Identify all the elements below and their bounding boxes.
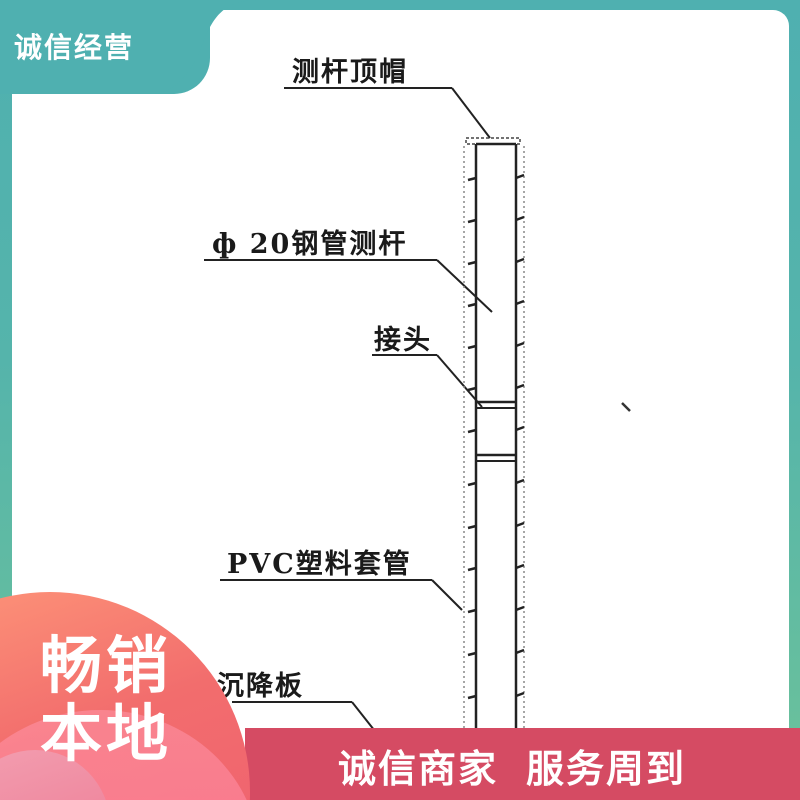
settlement-rod-diagram (204, 87, 631, 790)
promo-headline: 畅销 本地 (40, 632, 172, 768)
banner-left-slogan: 诚信商家 (338, 747, 499, 791)
label-joint: 接头 (374, 325, 432, 356)
promo-banner-text: 诚信商家服务周到 (338, 738, 714, 793)
label-steel-rod: ф 20钢管测杆 (212, 229, 408, 260)
promo-banner (245, 728, 800, 800)
banner-right-slogan: 服务周到 (526, 747, 687, 791)
label-settlement-plate: 沉降板 (217, 671, 304, 702)
headline-line-1: 畅销 (40, 629, 173, 702)
headline-line-2: 本地 (40, 697, 173, 770)
corner-tag-label: 诚信经营 (14, 31, 135, 64)
label-rod-cap: 测杆顶帽 (292, 57, 408, 88)
label-pvc-sleeve: PVC塑料套管 (227, 549, 412, 580)
promo-bubble (0, 580, 260, 800)
